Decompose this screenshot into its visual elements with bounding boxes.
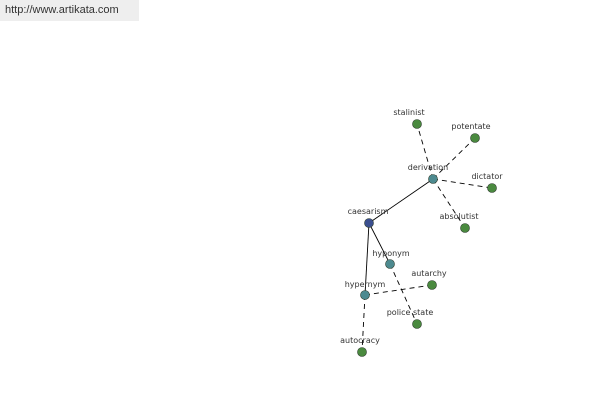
node-label-absolutist[interactable]: absolutist xyxy=(440,212,479,221)
node-autarchy[interactable] xyxy=(427,280,437,290)
node-label-dictator[interactable]: dictator xyxy=(471,172,503,181)
label-layer: caesarism derivation hyponym hypernym stalin… xyxy=(340,108,503,345)
edge-caesarism-hyponym xyxy=(368,222,391,265)
edge-derivation-potentate xyxy=(432,137,476,180)
node-label-police-state[interactable]: police state xyxy=(387,308,434,317)
node-label-derivation[interactable]: derivation xyxy=(408,163,448,172)
edge-derivation-absolutist xyxy=(432,178,466,229)
edge-hypernym-autocracy xyxy=(361,294,366,353)
edge-derivation-stalinist xyxy=(416,123,434,180)
node-label-hypernym[interactable]: hypernym xyxy=(345,280,386,289)
node-hyponym[interactable] xyxy=(385,259,395,269)
node-label-autocracy[interactable]: autocracy xyxy=(340,336,380,345)
edge-hypernym-autarchy xyxy=(364,284,433,296)
node-caesarism[interactable] xyxy=(364,218,374,228)
node-label-autarchy[interactable]: autarchy xyxy=(411,269,447,278)
node-absolutist[interactable] xyxy=(460,223,470,233)
node-layer xyxy=(357,119,497,357)
site-url-link[interactable]: http://www.artikata.com xyxy=(0,0,139,21)
node-dictator[interactable] xyxy=(487,183,497,193)
node-label-caesarism[interactable]: caesarism xyxy=(348,207,389,216)
node-potentate[interactable] xyxy=(470,133,480,143)
node-autocracy[interactable] xyxy=(357,347,367,357)
node-label-stalinist[interactable]: stalinist xyxy=(393,108,424,117)
edge-derivation-dictator xyxy=(432,178,493,189)
edge-caesarism-hypernym xyxy=(364,222,370,296)
edge-hyponym-police-state xyxy=(389,263,418,325)
edge-caesarism-derivation xyxy=(368,178,434,224)
node-derivation[interactable] xyxy=(428,174,438,184)
node-stalinist[interactable] xyxy=(412,119,422,129)
node-hypernym[interactable] xyxy=(360,290,370,300)
node-label-potentate[interactable]: potentate xyxy=(451,122,490,131)
node-label-hyponym[interactable]: hyponym xyxy=(372,249,410,258)
node-police-state[interactable] xyxy=(412,319,422,329)
edge-layer xyxy=(361,123,493,353)
